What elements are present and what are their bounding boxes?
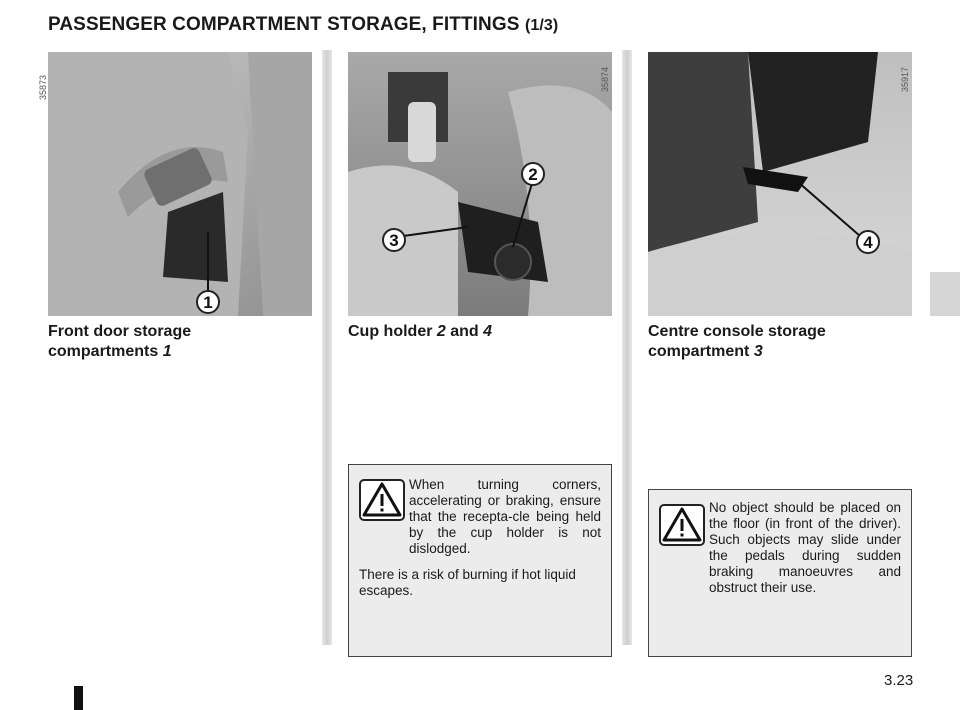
photo-centre-console: 4 <box>648 52 912 316</box>
page-edge-mark <box>74 686 83 710</box>
warning-triangle-icon <box>659 504 705 546</box>
photo-ref-1: 35873 <box>38 74 48 100</box>
chapter-tab <box>930 272 960 316</box>
warning-triangle-icon <box>359 479 405 521</box>
caption-centre-console-ref: 3 <box>753 343 763 360</box>
page-number: 3.23 <box>884 672 914 689</box>
photo-ref-2: 35874 <box>600 66 610 92</box>
warning-cup-holder-para1: When turning corners, accelerating or br… <box>409 477 601 556</box>
column-divider-right <box>622 50 632 645</box>
warning-floor-objects-para1: No object should be placed on the floor … <box>709 500 901 595</box>
caption-front-door: Front door storage compartments 1 <box>48 323 192 360</box>
column-divider-left <box>322 50 332 645</box>
photo-front-door: 1 <box>48 52 312 316</box>
callout-4: 4 <box>863 233 873 252</box>
callout-3: 3 <box>389 231 398 250</box>
photo-centre-console-illustration: 4 <box>648 52 912 316</box>
photo-cup-holder: 2 3 <box>348 52 612 316</box>
warning-box-cup-holder: When turning corners, accelerating or br… <box>348 464 612 657</box>
warning-box-floor-objects: No object should be placed on the floor … <box>648 489 912 657</box>
page-title-part: (1/3) <box>524 17 559 34</box>
caption-cup-holder-ref-a: 2 <box>436 323 446 340</box>
page-title: PASSENGER COMPARTMENT STORAGE, FITTINGS … <box>48 14 559 35</box>
photo-cup-holder-illustration: 2 3 <box>348 52 612 316</box>
photo-ref-3: 35917 <box>900 66 910 92</box>
photo-front-door-illustration: 1 <box>48 52 312 316</box>
callout-1: 1 <box>203 293 212 312</box>
caption-front-door-ref: 1 <box>162 343 172 360</box>
caption-centre-console: Centre console storage compartment 3 <box>648 323 826 360</box>
caption-cup-holder-ref-b: 4 <box>483 323 493 340</box>
callout-2: 2 <box>528 165 537 184</box>
warning-cup-holder-para2: There is a risk of burning if hot liquid… <box>359 567 576 598</box>
caption-cup-holder: Cup holder 2 and 4 <box>348 323 493 340</box>
